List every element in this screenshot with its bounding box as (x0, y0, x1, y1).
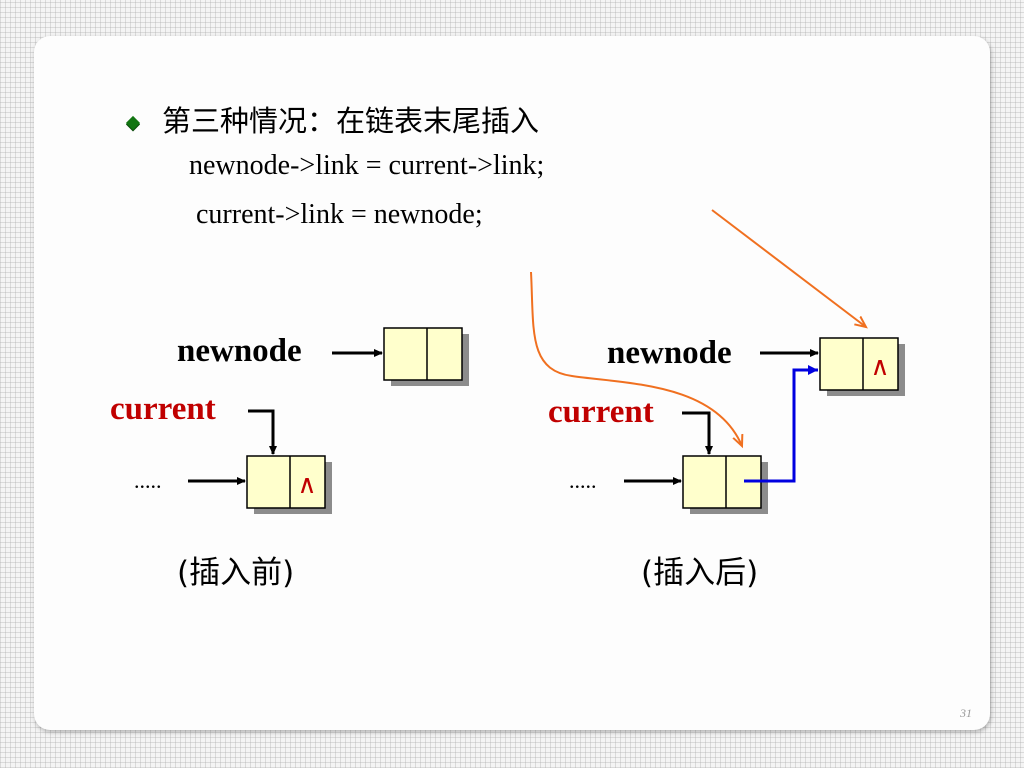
before-newnode-label: newnode (177, 333, 302, 369)
after-current-node (682, 455, 768, 514)
before-caption: (插入前) (177, 555, 295, 591)
after-current-label: current (548, 394, 654, 430)
before-current-node: ∧ (246, 455, 332, 514)
after-null-symbol: ∧ (870, 352, 889, 382)
before-null-symbol: ∧ (297, 470, 316, 500)
after-current-pointer-arrow (682, 411, 713, 455)
after-caption: (插入后) (641, 555, 759, 591)
page-number: 31 (960, 706, 972, 720)
before-current-pointer-arrow (248, 409, 277, 455)
code-line-2: current->link = newnode; (196, 199, 483, 230)
new-link-blue-arrow (744, 365, 818, 483)
after-newnode-label: newnode (607, 335, 732, 371)
orange-arrow-line1 (711, 209, 866, 327)
orange-arrow-line2 (530, 271, 742, 446)
bullet-text: 第三种情况：在链表末尾插入 (162, 104, 540, 138)
code-line-1: newnode->link = current->link; (189, 150, 545, 181)
before-dots: ..... (134, 468, 162, 493)
after-dots: ..... (569, 468, 597, 493)
before-current-label: current (110, 391, 216, 427)
before-newnode-node (383, 327, 469, 386)
after-newnode-node: ∧ (819, 337, 905, 396)
